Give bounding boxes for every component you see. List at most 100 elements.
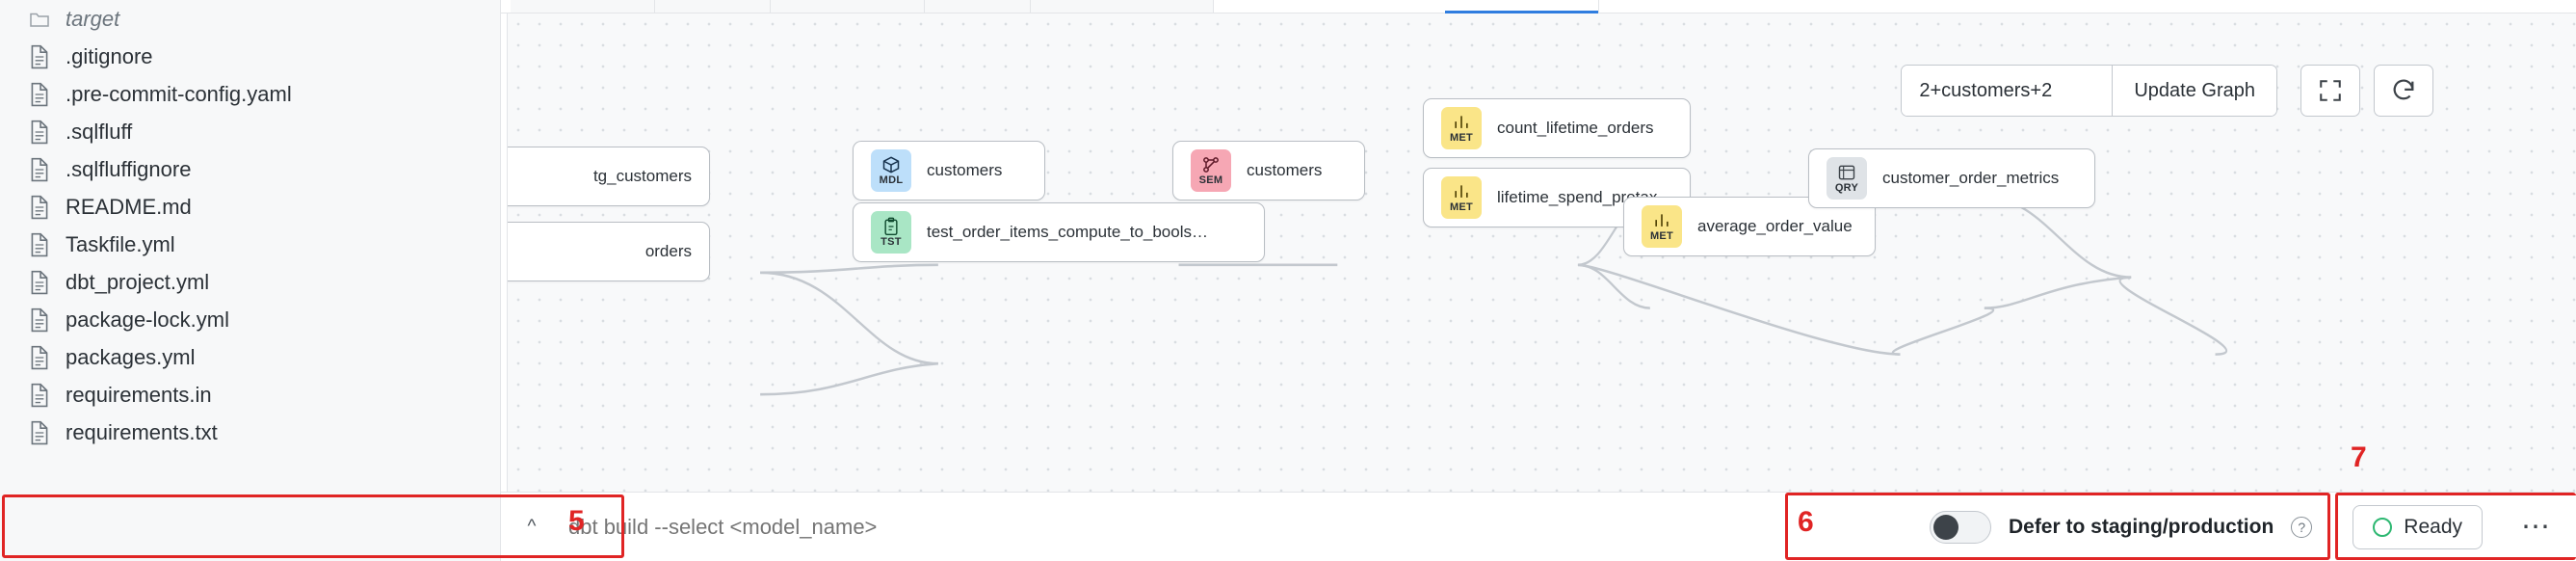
node-type-badge-mdl: MDL <box>871 149 911 192</box>
semantic-icon <box>1201 155 1221 174</box>
editor-tab[interactable] <box>771 0 925 13</box>
refresh-icon <box>2393 79 2414 100</box>
file-row[interactable]: target <box>0 0 500 38</box>
graph-node[interactable]: TST test_order_items_compute_to_bools… <box>853 202 1265 262</box>
annotation-number-6: 6 <box>1798 506 1814 538</box>
node-type-label: MDL <box>879 174 904 186</box>
clipboard-icon <box>881 217 901 236</box>
defer-label: Defer to staging/production <box>2008 515 2274 538</box>
file-icon <box>29 157 50 182</box>
fullscreen-icon <box>2320 80 2341 101</box>
command-input[interactable] <box>555 501 1125 552</box>
status-label: Ready <box>2404 515 2462 538</box>
status-ring-icon <box>2373 517 2393 537</box>
editor-tab-active[interactable] <box>1445 0 1599 13</box>
file-icon <box>29 345 50 370</box>
file-name: requirements.txt <box>66 419 218 444</box>
editor-tab[interactable] <box>925 0 1031 13</box>
graph-node[interactable]: MDL customers <box>853 141 1045 200</box>
fullscreen-button[interactable] <box>2300 65 2360 117</box>
node-type-label: MET <box>1449 201 1474 213</box>
editor-tab[interactable] <box>511 0 655 13</box>
toggle-knob <box>1932 514 1958 540</box>
file-explorer-sidebar: target .gitignore .pre-commit-config.yaml.… <box>0 0 501 561</box>
node-label: customers <box>927 161 1003 179</box>
editor-tabstrip <box>501 0 2576 13</box>
file-row[interactable]: Taskfile.yml <box>0 226 500 263</box>
graph-node[interactable]: tg_customers <box>508 147 710 206</box>
file-name: .pre-commit-config.yaml <box>66 81 292 106</box>
file-name: .sqlfluffignore <box>66 156 192 181</box>
bar-chart-icon <box>1652 211 1671 230</box>
file-name: dbt_project.yml <box>66 269 210 294</box>
annotation-number-5: 5 <box>568 505 585 537</box>
node-type-badge-sem: SEM <box>1191 149 1231 192</box>
file-icon <box>29 420 50 445</box>
file-icon <box>29 120 50 145</box>
file-row[interactable]: dbt_project.yml <box>0 263 500 301</box>
graph-selector-input[interactable] <box>1902 66 2113 116</box>
annotation-number-7: 7 <box>2351 441 2367 473</box>
graph-selector-group: Update Graph <box>1901 65 2277 117</box>
file-name: .sqlfluff <box>66 119 133 144</box>
refresh-button[interactable] <box>2374 65 2433 117</box>
bar-chart-icon <box>1452 182 1471 201</box>
cube-icon <box>881 155 901 174</box>
node-type-label: MET <box>1449 132 1474 144</box>
file-icon <box>29 44 50 69</box>
file-row[interactable]: requirements.in <box>0 376 500 414</box>
command-bar[interactable]: ^ <box>509 501 1125 552</box>
node-type-badge-tst: TST <box>871 211 911 254</box>
file-row[interactable]: .sqlfluff <box>0 113 500 150</box>
file-row[interactable]: .gitignore <box>0 38 500 75</box>
help-circle-icon[interactable]: ? <box>2291 516 2313 538</box>
file-row[interactable]: packages.yml <box>0 338 500 376</box>
file-row[interactable]: .pre-commit-config.yaml <box>0 75 500 113</box>
status-badge[interactable]: Ready <box>2353 504 2483 549</box>
file-name: package-lock.yml <box>66 307 229 332</box>
file-icon <box>29 307 50 333</box>
node-type-badge-qry: QRY <box>1827 157 1867 200</box>
graph-node[interactable]: orders <box>508 222 710 281</box>
defer-toggle-group: Defer to staging/production ? <box>1914 500 2327 554</box>
bottom-status-bar: ^ Defer to staging/production ? Ready ⋯ <box>501 492 2576 561</box>
file-icon <box>29 383 50 408</box>
file-row[interactable]: .sqlfluffignore <box>0 150 500 188</box>
bar-chart-icon <box>1452 113 1471 132</box>
graph-node[interactable]: QRY customer_order_metrics <box>1808 148 2095 208</box>
file-row[interactable]: package-lock.yml <box>0 301 500 338</box>
file-row[interactable]: README.md <box>0 188 500 226</box>
node-type-label: QRY <box>1834 182 1859 194</box>
node-label: test_order_items_compute_to_bools… <box>927 223 1208 241</box>
update-graph-button[interactable]: Update Graph <box>2112 66 2276 116</box>
graph-node[interactable]: MET count_lifetime_orders <box>1423 98 1691 158</box>
file-list: target .gitignore .pre-commit-config.yaml.… <box>0 0 500 451</box>
file-row[interactable]: requirements.txt <box>0 414 500 451</box>
file-icon <box>29 232 50 257</box>
node-type-label: TST <box>881 236 902 248</box>
kebab-menu-icon[interactable]: ⋯ <box>2521 511 2551 543</box>
node-label: lifetime_spend_pretax <box>1497 188 1658 206</box>
node-type-badge-met: MET <box>1441 176 1482 219</box>
bottom-bar-right: Defer to staging/production ? Ready ⋯ <box>1914 500 2576 554</box>
editor-tab[interactable] <box>655 0 771 13</box>
node-type-label: MET <box>1649 230 1674 242</box>
file-name: Taskfile.yml <box>66 231 175 256</box>
node-label: tg_customers <box>592 167 692 185</box>
file-icon <box>29 82 50 107</box>
chevron-up-icon[interactable]: ^ <box>527 516 537 537</box>
graph-edges <box>760 196 2227 396</box>
defer-toggle[interactable] <box>1929 510 1991 544</box>
file-name: packages.yml <box>66 344 196 369</box>
node-label: customer_order_metrics <box>1882 169 2060 187</box>
query-icon <box>1837 163 1856 182</box>
node-label: count_lifetime_orders <box>1497 119 1654 137</box>
node-label: average_order_value <box>1697 217 1853 235</box>
editor-tab[interactable] <box>1031 0 1214 13</box>
file-name: target <box>66 6 120 31</box>
file-name: .gitignore <box>66 43 153 68</box>
